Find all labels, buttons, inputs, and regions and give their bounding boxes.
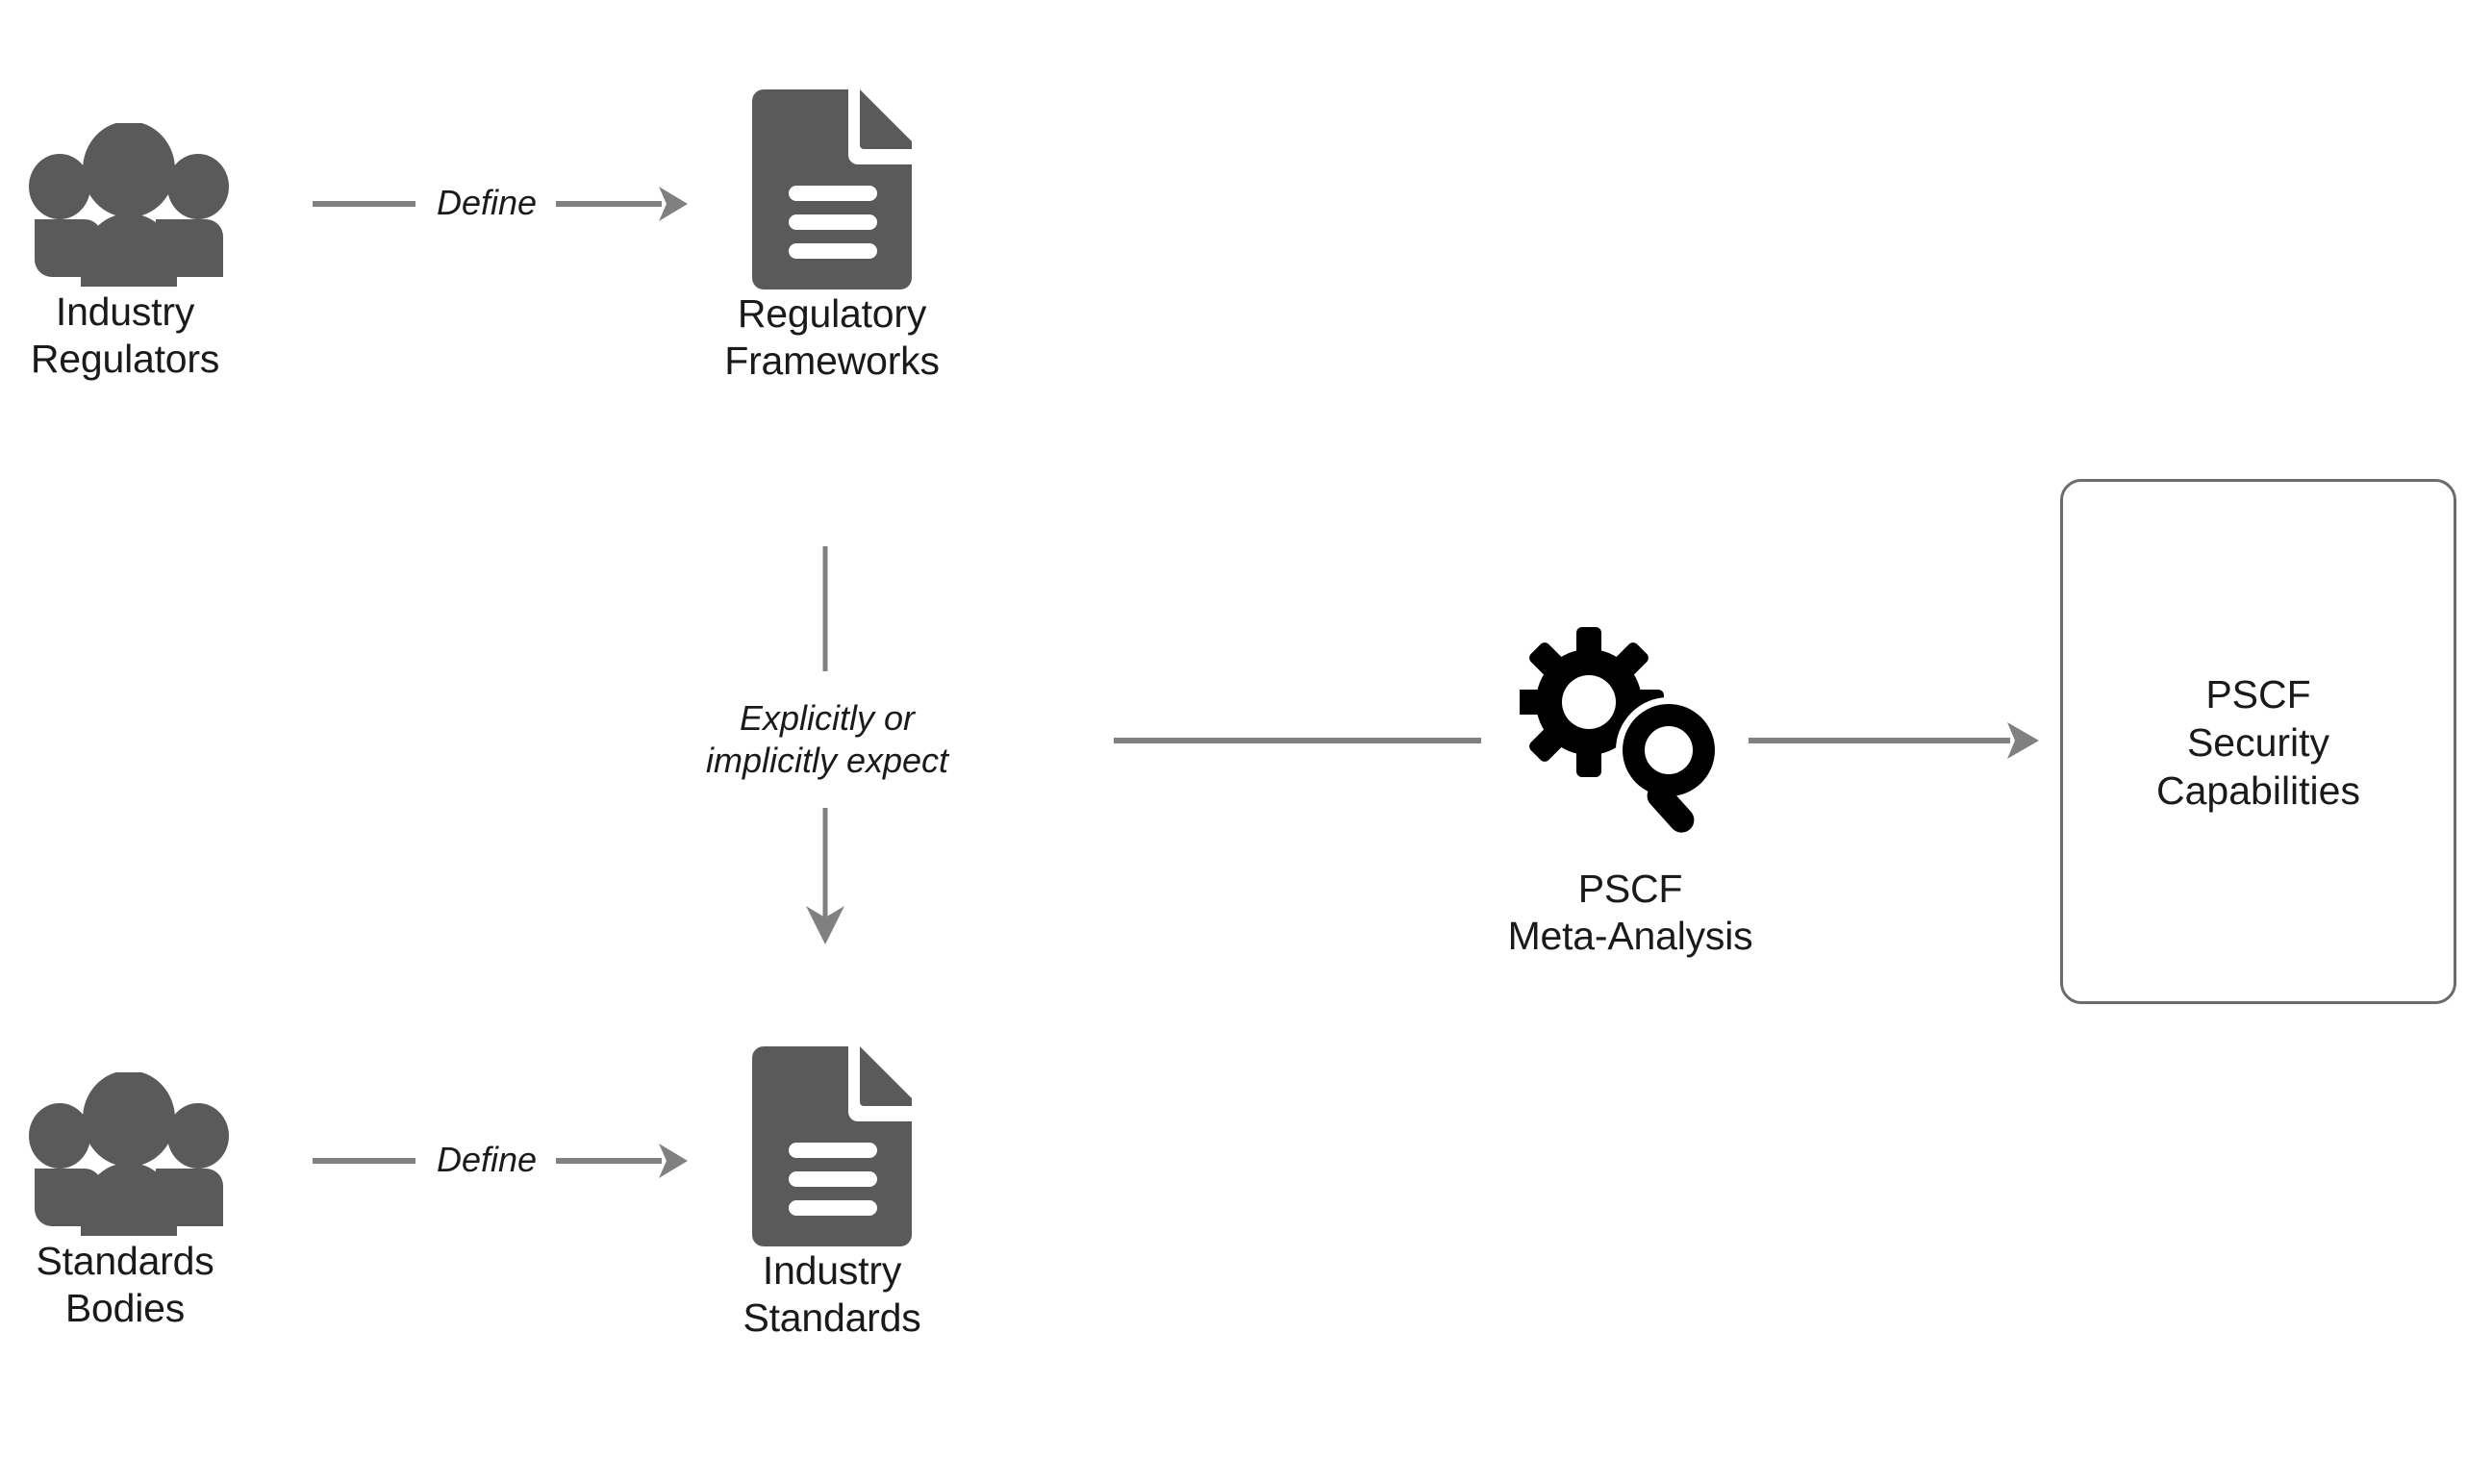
edge-expect-lower-segment bbox=[806, 808, 844, 944]
people-group-icon bbox=[17, 1070, 240, 1253]
people-group-icon bbox=[17, 121, 240, 304]
node-label-standards-bodies: Standards Bodies bbox=[36, 1239, 214, 1331]
document-icon bbox=[752, 89, 914, 289]
edge-label-expect: Explicitly or implicitly expect bbox=[705, 698, 949, 780]
node-pscf-meta-analysis: PSCF Meta-Analysis bbox=[1414, 625, 1847, 1010]
edge-label-bodies-define: Define bbox=[436, 1140, 538, 1179]
edge-label-regulators-define: Define bbox=[436, 183, 538, 222]
node-regulatory-frameworks: Regulatory Frameworks bbox=[673, 87, 991, 385]
pscf-security-capabilities-box[interactable]: PSCF Security Capabilities bbox=[2060, 479, 2456, 1004]
box-label-pscf-security-capabilities: PSCF Security Capabilities bbox=[2156, 672, 2360, 814]
edge-expect-upper-segment bbox=[822, 546, 828, 671]
node-label-regulatory-frameworks: Regulatory Frameworks bbox=[724, 291, 940, 384]
node-standards-bodies: Standards Bodies bbox=[0, 1058, 250, 1337]
gear-magnifier-icon bbox=[1514, 625, 1741, 837]
node-label-industry-standards: Industry Standards bbox=[743, 1248, 921, 1341]
node-industry-regulators: Industry Regulators bbox=[0, 106, 250, 385]
document-icon bbox=[752, 1046, 914, 1246]
node-label-pscf-meta-analysis: PSCF Meta-Analysis bbox=[1507, 867, 1753, 959]
node-label-industry-regulators: Industry Regulators bbox=[30, 289, 220, 382]
node-industry-standards: Industry Standards bbox=[673, 1044, 991, 1342]
